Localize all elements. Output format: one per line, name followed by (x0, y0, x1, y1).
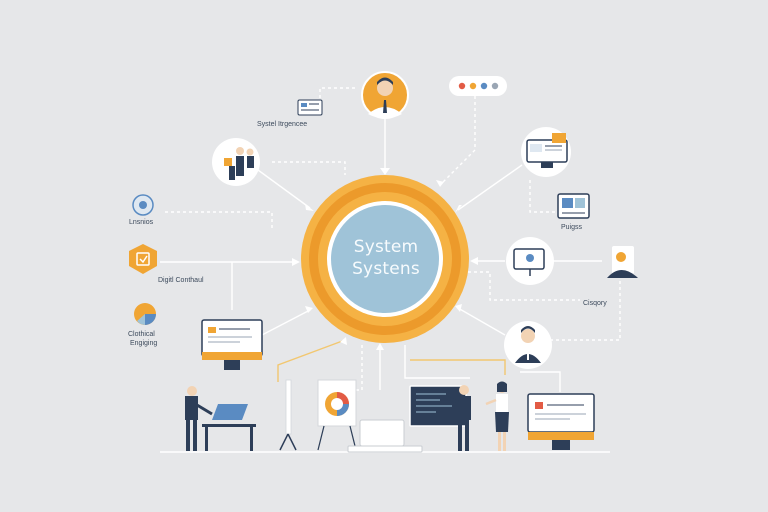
laptop-small-icon (201, 319, 263, 370)
arrowheads (292, 168, 478, 350)
badge-icon (129, 244, 157, 274)
label-left-3b: Engiging (130, 340, 158, 347)
small-card-icon (297, 99, 323, 116)
label-left-1: Lnsnios (129, 219, 154, 226)
connector-right-top-dashed (529, 180, 555, 213)
label-top-left: Systel Itrgencee (257, 121, 308, 128)
label-right-2: Cisqory (583, 300, 607, 307)
profile-card-icon (607, 246, 638, 278)
team-icon (212, 138, 260, 186)
pie-icon (134, 303, 156, 325)
monitor-right-icon (527, 393, 595, 450)
label-left-2: Digitl Conthaul (158, 277, 204, 284)
connector-bottom-5 (410, 359, 506, 375)
connector-monitor-left (261, 309, 311, 336)
connector-top-dashed (319, 87, 355, 100)
easel-stand (279, 379, 297, 451)
laptop-bottom (347, 419, 423, 453)
central-hub (301, 175, 469, 343)
connector-bottom-4 (277, 339, 346, 382)
person-avatar-icon (361, 71, 409, 119)
connector-team-dashed (272, 161, 346, 175)
pill-status-icon (449, 76, 507, 96)
connector-left-1 (165, 211, 273, 230)
connector-team (257, 169, 311, 209)
connector-bottom-3 (404, 345, 470, 379)
gallery-icon (557, 193, 590, 219)
presentation-board-icon (506, 237, 554, 285)
presenter-woman-figure (485, 381, 509, 451)
target-icon (132, 194, 154, 216)
label-left-3a: Clothical (128, 331, 155, 338)
connector-bottom-6 (520, 371, 561, 392)
central-title-line2: Systens (352, 259, 420, 279)
connector-right-top (457, 164, 523, 211)
connector-right-low (457, 307, 506, 336)
code-board (409, 385, 467, 427)
connector-right-dashed (468, 271, 580, 301)
person-profile-icon (504, 321, 552, 369)
central-title-line1: System (353, 237, 419, 257)
chart-board (317, 379, 357, 451)
presenter-man-figure (447, 385, 471, 451)
label-right-1: Puigss (561, 224, 583, 231)
worker-desk-figure (185, 386, 256, 451)
monitor-icon (521, 127, 571, 177)
connector-pill (439, 96, 476, 186)
central-title: System Systens (326, 236, 446, 280)
